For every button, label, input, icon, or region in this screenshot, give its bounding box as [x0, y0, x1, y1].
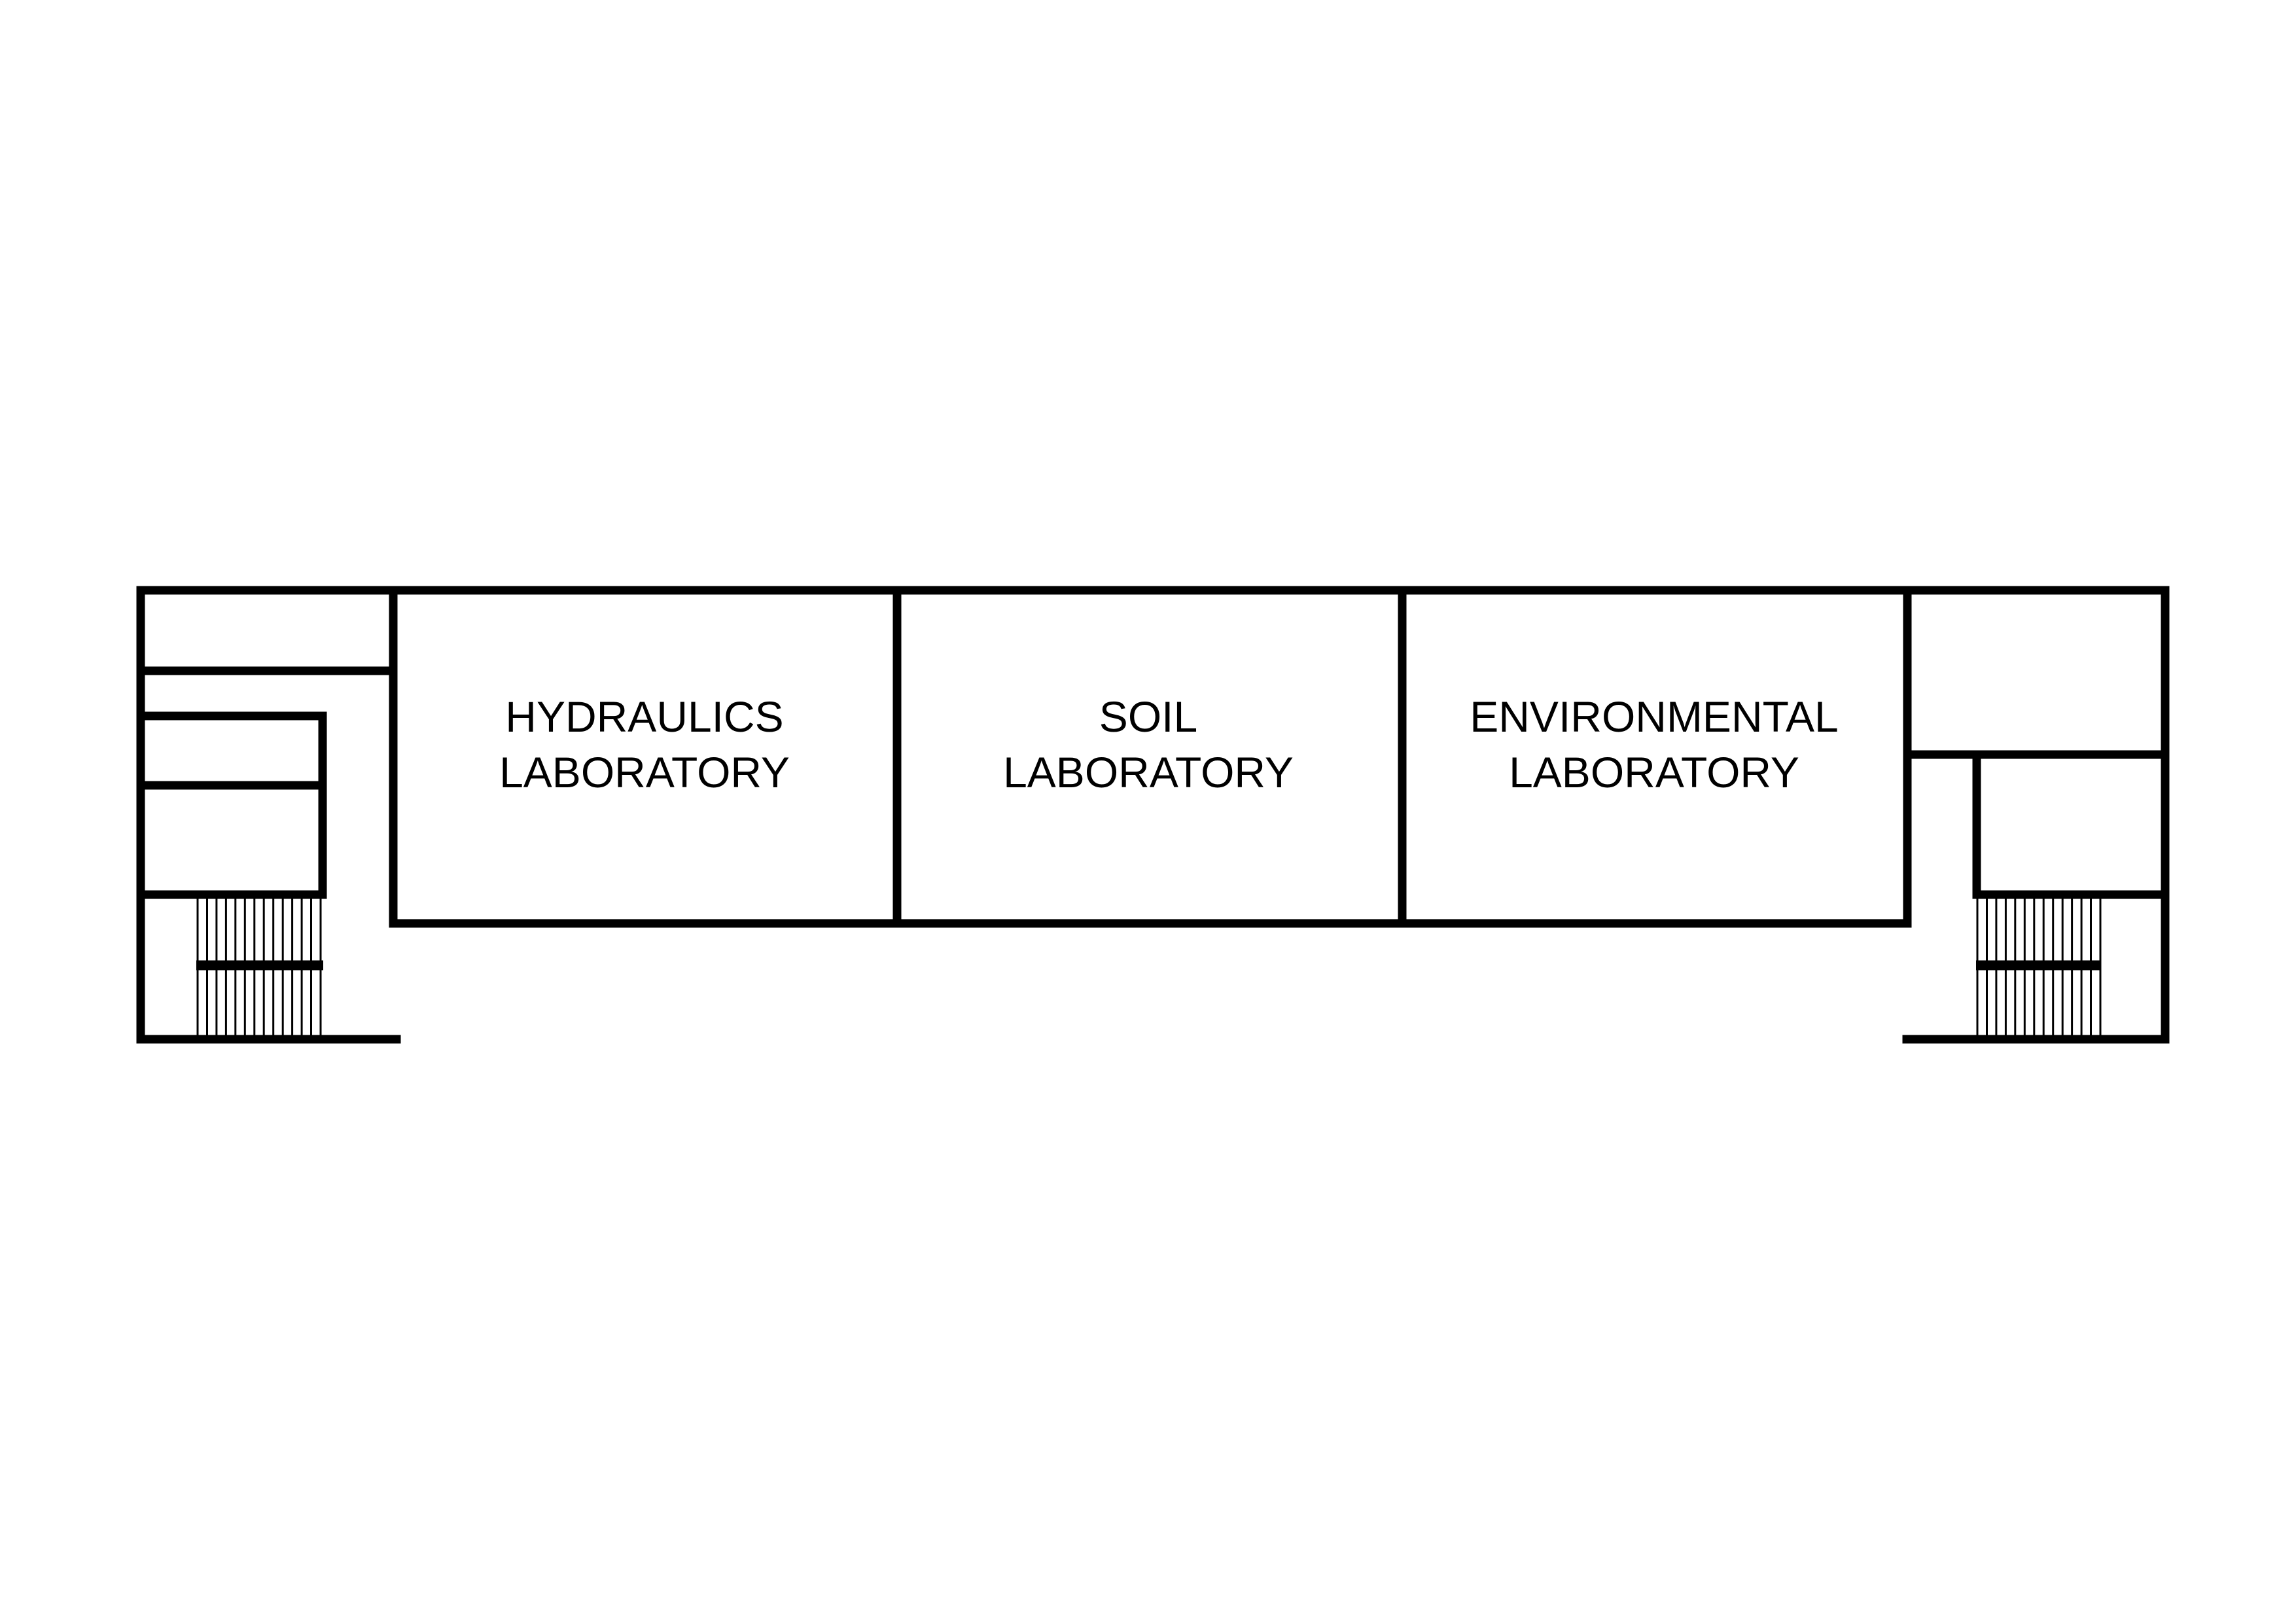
- room-soil: SOIL LABORATORY: [1003, 692, 1294, 796]
- east-room-box: [1972, 750, 2170, 899]
- room-label-soil-line2: LABORATORY: [1003, 748, 1294, 796]
- room-label-hydraulics-line2: LABORATORY: [499, 748, 790, 796]
- room-label-soil-line1: SOIL: [1099, 692, 1197, 741]
- stair-east: [1976, 898, 2102, 1035]
- room-hydraulics: HYDRAULICS LABORATORY: [499, 692, 790, 796]
- outer-wall-west-north-east: [136, 586, 2170, 1044]
- building-outline: [136, 586, 2170, 1044]
- stair-west: [196, 898, 323, 1035]
- room-label-hydraulics-line1: HYDRAULICS: [505, 692, 783, 741]
- room-label-environmental-line2: LABORATORY: [1509, 748, 1799, 796]
- room-environmental: ENVIRONMENTAL LABORATORY: [1470, 692, 1839, 796]
- east-wing: [1903, 750, 2170, 899]
- west-wing: [136, 666, 398, 899]
- west-room-box: [136, 711, 327, 899]
- room-label-environmental-line1: ENVIRONMENTAL: [1470, 692, 1839, 741]
